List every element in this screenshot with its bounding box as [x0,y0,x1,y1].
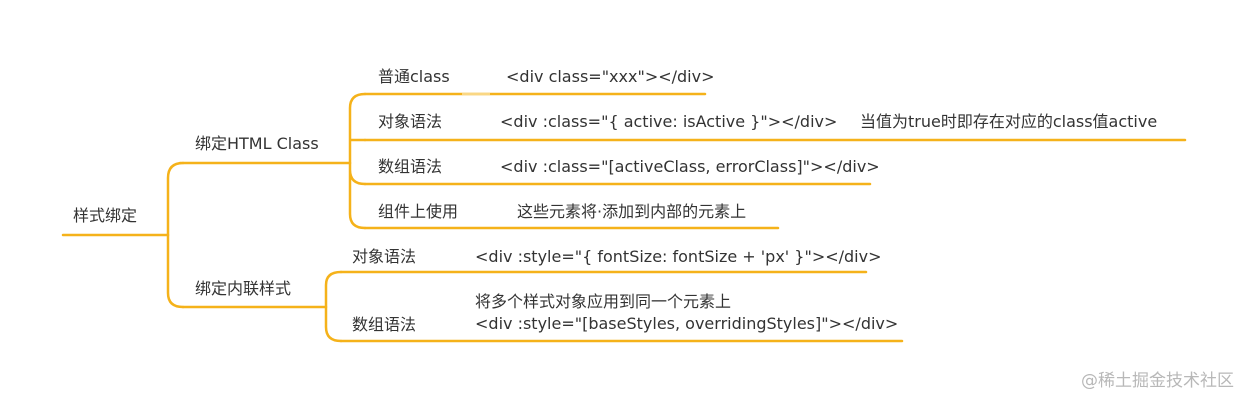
branch-inline-style[interactable]: 绑定内联样式 [195,279,292,298]
root-fork [166,161,185,309]
leaf-code-class-array[interactable]: <div :class="[activeClass, errorClass]">… [500,157,880,176]
root-node[interactable]: 样式绑定 [73,206,138,225]
leaf-code-style-array[interactable]: <div :style="[baseStyles, overridingStyl… [475,314,899,333]
leaf-label-class-array[interactable]: 数组语法 [378,157,443,176]
leaf-note-class-object[interactable]: 当值为true时即存在对应的class值active [860,112,1158,131]
leaf-label-plain-class[interactable]: 普通class [378,67,450,86]
leaf-code-style-object[interactable]: <div :style="{ fontSize: fontSize + 'px'… [475,247,882,266]
leaf-label-style-array[interactable]: 数组语法 [352,315,417,334]
leaf-code-plain-class[interactable]: <div class="xxx"></div> [506,67,715,86]
watermark: @稀土掘金技术社区 [1081,371,1234,391]
leaf-note-style-array[interactable]: 将多个样式对象应用到同一个元素上 [475,292,732,311]
branch-html-class[interactable]: 绑定HTML Class [195,134,319,153]
leaf-label-component[interactable]: 组件上使用 [378,202,459,221]
inline-fork [324,270,343,343]
leaf-label-style-object[interactable]: 对象语法 [352,247,417,266]
leaf-code-class-object[interactable]: <div :class="{ active: isActive }"></div… [500,112,838,131]
leaf-label-class-object[interactable]: 对象语法 [378,112,443,131]
leaf-note-component[interactable]: 这些元素将·添加到内部的元素上 [517,202,747,221]
class-fork [348,92,367,230]
